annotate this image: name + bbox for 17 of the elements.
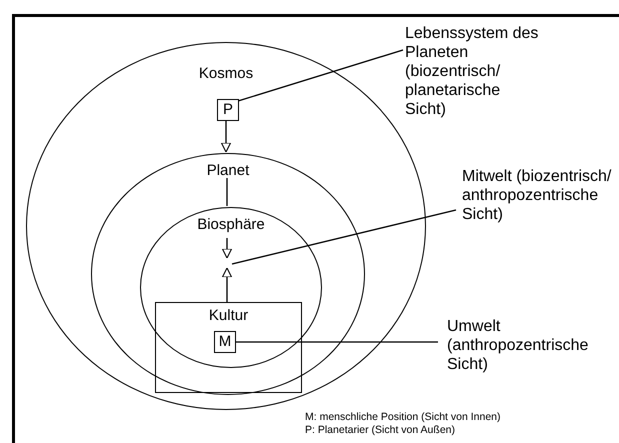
arrow [220,121,232,153]
leader-line [236,341,438,343]
callout-text: Umwelt (anthropozentrische Sicht) [447,317,607,374]
legend-note: M: menschliche Position (Sicht von Innen) [305,411,501,424]
arrow [222,267,232,302]
marker-box: M [214,331,236,353]
region-label: Planet [206,162,250,179]
arrow [222,238,232,259]
region-label: Biosphäre [196,216,266,233]
callout-text: Lebenssystem des Planeten (biozentrisch/ planetarische Sicht) [405,24,540,119]
leader-line [232,209,456,265]
connector-line [226,178,228,206]
legend-note: P: Planetarier (Sicht von Außen) [305,424,455,437]
callout-text: Mitwelt (biozentrisch/ anthropozentrische Sicht) [462,167,612,224]
leader-line [238,49,404,102]
region-label: Kultur [208,307,250,324]
marker-box: P [217,99,239,121]
